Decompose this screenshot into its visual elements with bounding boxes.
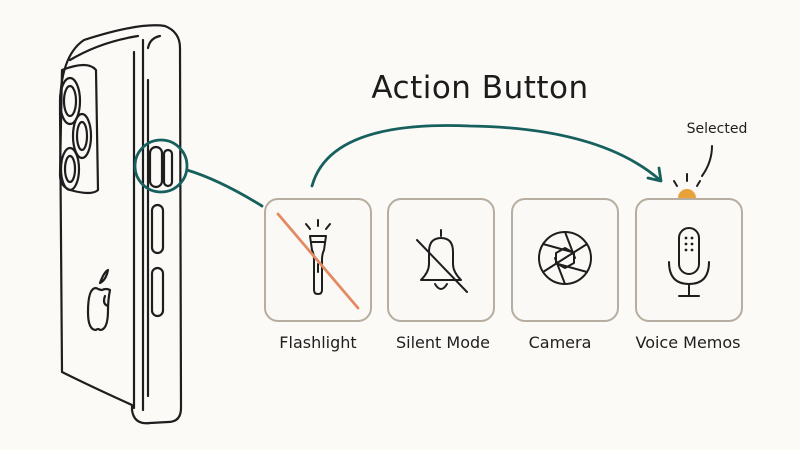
option-label-voice-memos: Voice Memos [635, 333, 741, 352]
bell-slash-icon [416, 229, 468, 293]
apple-logo [86, 286, 112, 332]
diagram-title: Action Button [371, 70, 589, 106]
option-tile-voice-memos[interactable] [635, 198, 743, 322]
switch-arrow [310, 124, 662, 188]
option-label-flashlight: Flashlight [279, 333, 357, 352]
action-button [148, 145, 164, 189]
volume-up-button [150, 203, 165, 255]
microphone-icon [668, 227, 710, 297]
option-label-silent-mode: Silent Mode [396, 333, 490, 352]
callout-pointer [701, 145, 713, 177]
option-tile-flashlight[interactable] [264, 198, 372, 322]
action-button-highlight [133, 138, 189, 194]
selected-callout: Selected [686, 121, 748, 137]
option-tile-camera[interactable] [511, 198, 619, 322]
volume-down-button [150, 266, 165, 318]
connector-line [185, 168, 264, 208]
flashlight-icon [276, 212, 360, 310]
camera-bump [58, 63, 100, 195]
camera-aperture-icon [538, 231, 592, 285]
switch-arrow-head [646, 166, 663, 183]
option-tile-silent-mode[interactable] [387, 198, 495, 322]
disabled-strike [276, 212, 360, 310]
option-label-camera: Camera [528, 333, 592, 352]
